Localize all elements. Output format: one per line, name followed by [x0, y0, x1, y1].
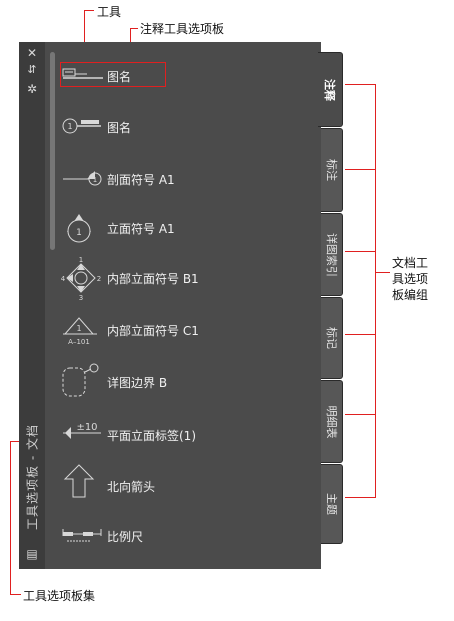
bracket-tick-2 [345, 251, 376, 252]
leader-set-top [10, 441, 19, 442]
bracket-tick-3 [345, 334, 376, 335]
palette-title-bar[interactable]: ✕ ⇵ ✲ 工具选项板 - 文档 ▤ [19, 42, 45, 569]
tool-item[interactable]: 详图边界 B [61, 362, 271, 402]
tool-item[interactable]: 1 剖面符号 A1 [61, 159, 271, 199]
tool-item[interactable]: 1 2 3 4 内部立面符号 B1 [61, 256, 281, 302]
callout-annotation-palette: 注释工具选项板 [140, 22, 225, 36]
interior-elevation-icon: 1 2 3 4 [61, 256, 105, 302]
callout-palette-set: 工具选项板集 [23, 589, 96, 603]
icon-num: ±10 [76, 422, 97, 433]
settings-icon[interactable]: ✲ [26, 82, 38, 96]
callout-doc-group-3: 板编组 [392, 288, 429, 302]
tool-item[interactable]: 1 A–101 内部立面符号 C1 [61, 310, 281, 350]
selected-tool-highlight [60, 62, 166, 87]
scrollbar[interactable] [50, 52, 55, 250]
interior-elevation-c-icon: 1 A–101 [61, 310, 105, 350]
icon-num: 1 [79, 256, 83, 264]
icon-num: 1 [67, 122, 72, 131]
title-circle-icon: 1 [61, 107, 105, 147]
tool-item[interactable]: 1 图名 [61, 107, 271, 147]
leader-tools-v [84, 10, 85, 63]
palette-content: 图名 1 图名 1 [45, 42, 321, 569]
close-icon[interactable]: ✕ [26, 46, 38, 60]
section-mark-icon: 1 [61, 159, 105, 199]
detail-boundary-icon [61, 362, 105, 402]
callout-doc-group-1: 文档工 [392, 256, 429, 270]
tool-label: 剖面符号 A1 [107, 173, 175, 187]
tab-tag[interactable]: 标记 [321, 297, 343, 379]
icon-num: 3 [79, 294, 83, 302]
tool-label: 详图边界 B [107, 376, 168, 390]
bracket-bottom [345, 497, 376, 498]
icon-num: 1 [76, 324, 81, 333]
tool-label: 比例尺 [107, 530, 144, 544]
tab-callout[interactable]: 详图索引 [321, 213, 343, 296]
bracket-tick-mid [376, 272, 390, 273]
bracket-vertical [375, 84, 376, 498]
icon-num: 2 [97, 275, 101, 283]
properties-icon[interactable]: ▤ [26, 547, 38, 561]
tool-item[interactable]: ±10 平面立面标签(1) [61, 415, 281, 455]
bracket-top [345, 84, 376, 85]
callout-doc-group-2: 具选项 [392, 272, 429, 286]
tool-label: 图名 [107, 121, 132, 135]
icon-code: A–101 [68, 338, 90, 346]
icon-num: 1 [93, 176, 97, 184]
tab-schedule[interactable]: 明细表 [321, 380, 343, 463]
tool-item[interactable]: 北向箭头 [61, 463, 271, 503]
callout-tools: 工具 [97, 5, 122, 19]
leader-set-bottom [10, 594, 21, 595]
tool-item[interactable]: 1 立面符号 A1 [61, 208, 271, 248]
tool-label: 图名 [107, 70, 132, 84]
tab-annotation[interactable]: 注释 [318, 52, 343, 127]
tool-item[interactable]: 比例尺 [61, 516, 271, 556]
palette-title: 工具选项板 - 文档 [25, 424, 40, 530]
tool-label: 北向箭头 [107, 480, 156, 494]
icon-num: 4 [61, 275, 66, 283]
tool-item[interactable]: 图名 [61, 58, 271, 98]
icon-num: 1 [76, 228, 82, 238]
elevation-mark-icon: 1 [61, 208, 105, 248]
tool-label: 平面立面标签(1) [107, 429, 196, 443]
title-bar-icon [61, 58, 105, 98]
elevation-label-icon: ±10 [61, 415, 105, 455]
scale-bar-icon [61, 516, 105, 556]
leader-tools-h [84, 10, 94, 11]
tool-label: 内部立面符号 C1 [107, 324, 199, 338]
autohide-icon[interactable]: ⇵ [27, 63, 37, 76]
leader-set-v [10, 441, 11, 595]
north-arrow-icon [61, 463, 105, 503]
tab-theme[interactable]: 主题 [321, 464, 343, 544]
tool-label: 立面符号 A1 [107, 222, 175, 236]
tool-palette-window: ✕ ⇵ ✲ 工具选项板 - 文档 ▤ 图名 1 [19, 42, 321, 569]
leader-annot-v [130, 28, 131, 42]
bracket-tick-4 [345, 414, 376, 415]
bracket-tick-1 [345, 169, 376, 170]
tool-label: 内部立面符号 B1 [107, 272, 199, 286]
leader-annot-h [130, 28, 138, 29]
tab-dimension[interactable]: 标注 [321, 128, 343, 212]
